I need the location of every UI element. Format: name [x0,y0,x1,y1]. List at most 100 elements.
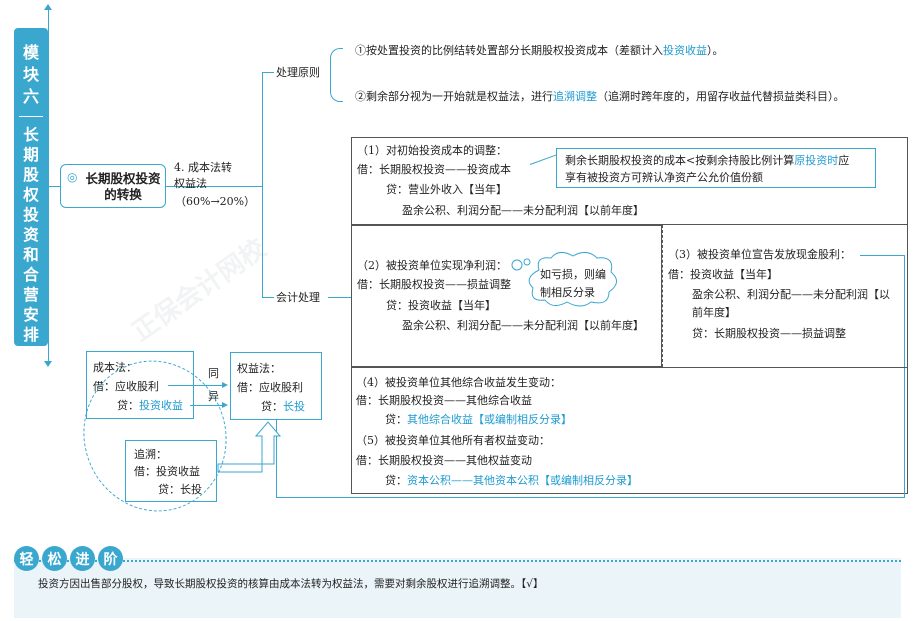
module-label: 模块六 [14,42,48,108]
hollow-arrow-icon [217,421,282,473]
box1-credit1: 贷：营业外收入【当年】 [386,183,507,196]
module-title-char: 期 [23,146,39,164]
connector [166,186,262,187]
callout-box: 剩余长期股权投资的成本<按剩余持股比例计算原投资时应 享有被投资方可辨认净资产公… [556,148,876,188]
retro-credit: 贷：长投 [158,483,202,496]
cost-debit: 借：应收股利 [93,380,159,393]
diff-char: 异 [208,390,219,403]
box3-debit1: 借：投资收益【当年】 [668,268,778,281]
brace [330,48,343,102]
connector [262,297,274,298]
arrow-line [168,385,226,386]
module-title-char: 权 [23,186,39,204]
module-title-char: 股 [23,166,39,184]
box1-credit2: 盈余公积、利润分配——未分配利润【以前年度】 [402,204,644,217]
center-title: 长期股权投资的转换 [85,171,161,202]
entry-box-3: （3）被投资单位宣告发放现金股利： 借：投资收益【当年】 盈余公积、利润分配——… [662,225,908,367]
module-title-char: 安 [23,306,39,324]
connector [276,420,277,498]
cost-method-box: 成本法： 借：应收股利 贷：投资收益 [86,351,194,419]
branch-line3: （60%→20%） [175,195,256,208]
box4-debit: 借：长期股权投资——其他综合收益 [356,394,532,407]
entry-box-2: （2）被投资单位实现净利润： 借：长期股权投资——损益调整 贷：投资收益【当年】… [351,225,662,367]
module-label-char: 六 [22,87,39,106]
box5-title: （5）被投资单位其他所有者权益变动： [356,434,550,447]
box4-credit: 贷：其他综合收益【或编制相反分录】 [385,413,572,426]
cloud-text1: 如亏损，则编 [540,268,606,281]
box4-title: （4）被投资单位其他综合收益发生变动： [356,376,561,389]
module-divider [19,116,43,117]
cost-title: 成本法： [93,361,137,374]
advance-char: 松 [42,546,67,571]
advance-header: 轻松进阶 [14,546,123,572]
entry-box-1: （1）对初始投资成本的调整： 借：长期股权投资——投资成本 贷：营业外收入【当年… [351,137,908,225]
principle-item1: ①按处置投资的比例结转处置部分长期股权投资成本（差额计入投资收益）。 [355,44,724,57]
equity-method-box: 权益法： 借：应收股利 贷：长投 [230,352,322,420]
module-title-char: 长 [23,126,39,144]
box1-debit: 借：长期股权投资——投资成本 [357,163,511,176]
connector [276,497,905,498]
cloud-shape [511,252,617,307]
advance-divider [14,560,901,562]
arrow-right-icon [222,382,228,388]
box2-title: （2）被投资单位实现净利润： [357,259,507,272]
retro-box: 追溯： 借：投资收益 贷：长投 [125,440,217,502]
module-title: 长期股权投资和合营安排 [14,125,48,345]
arrow-right-icon [222,402,228,408]
module-label-char: 块 [22,65,39,84]
advance-char: 轻 [14,546,39,571]
arrow-up-icon [44,4,52,10]
accounting-panel [351,137,908,494]
same-char: 同 [208,367,219,380]
advance-char: 阶 [98,546,123,571]
arrow-down-icon [44,361,52,367]
module-label-char: 模 [22,43,39,62]
box5-credit: 贷：资本公积——其他资本公积【或编制相反分录】 [385,474,638,487]
box3-title: （3）被投资单位宣告发放现金股利： [668,248,851,261]
callout-line1: 剩余长期股权投资的成本<按剩余持股比例计算原投资时应 [565,154,850,167]
module-title-char: 合 [23,266,39,284]
principle-item2: ②剩余部分视为一开始就是权益法，进行追溯调整（追溯时跨年度的，用留存收益代替损益… [355,90,845,103]
advance-question: 投资方因出售部分股权，导致长期股权投资的核算由成本法转为权益法，需要对剩余股权进… [38,578,544,590]
box5-debit: 借：长期股权投资——其他权益变动 [356,454,532,467]
retro-title: 追溯： [134,448,167,461]
box3-debit2: 盈余公积、利润分配——未分配利润【以 [692,288,890,301]
equity-credit: 贷：长投 [261,400,305,413]
box1-title: （1）对初始投资成本的调整： [357,144,507,157]
connector [262,72,274,73]
principle-label: 处理原则 [276,66,320,79]
advance-char: 进 [70,546,95,571]
cloud-text2: 制相反分录 [540,286,595,299]
box3-credit: 贷：长期股权投资——损益调整 [692,327,846,340]
module-axis-line [48,5,49,365]
module-title-char: 营 [23,286,39,304]
connector [904,255,905,498]
module-title-char: 排 [23,326,39,344]
module-title-char: 和 [23,246,39,264]
connector [860,255,904,256]
advance-panel [14,558,901,618]
box2-credit2: 盈余公积、利润分配——未分配利润【以前年度】 [402,319,644,332]
divider [351,367,908,368]
equity-title: 权益法： [237,362,281,375]
callout-line2: 享有被投资方可辨认净资产公允价值份额 [565,171,763,184]
target-icon: ◎ [67,170,78,184]
connector [328,297,352,298]
box3-debit2-cont: 前年度】 [692,306,736,319]
module-title-char: 投 [23,206,39,224]
cost-credit: 贷：投资收益 [117,399,183,412]
branch-line1: 4. 成本法转 [174,161,232,174]
arrow-line [190,405,226,406]
entry-box-4: （4）被投资单位其他综合收益发生变动： 借：长期股权投资——其他综合收益 贷：其… [351,367,908,494]
divider [662,225,663,367]
retro-debit: 借：投资收益 [134,465,200,478]
box2-debit: 借：长期股权投资——损益调整 [357,278,511,291]
connector [48,186,60,187]
box2-credit1: 贷：投资收益【当年】 [386,299,496,312]
branch-line2: 权益法 [174,177,207,190]
accounting-label: 会计处理 [276,291,320,304]
module-tab: 模块六 长期股权投资和合营安排 [14,28,48,346]
center-node: ◎ 长期股权投资的转换 [60,164,166,208]
watermark: 正保会计网校 [126,233,272,348]
branch-trunk [262,72,263,298]
